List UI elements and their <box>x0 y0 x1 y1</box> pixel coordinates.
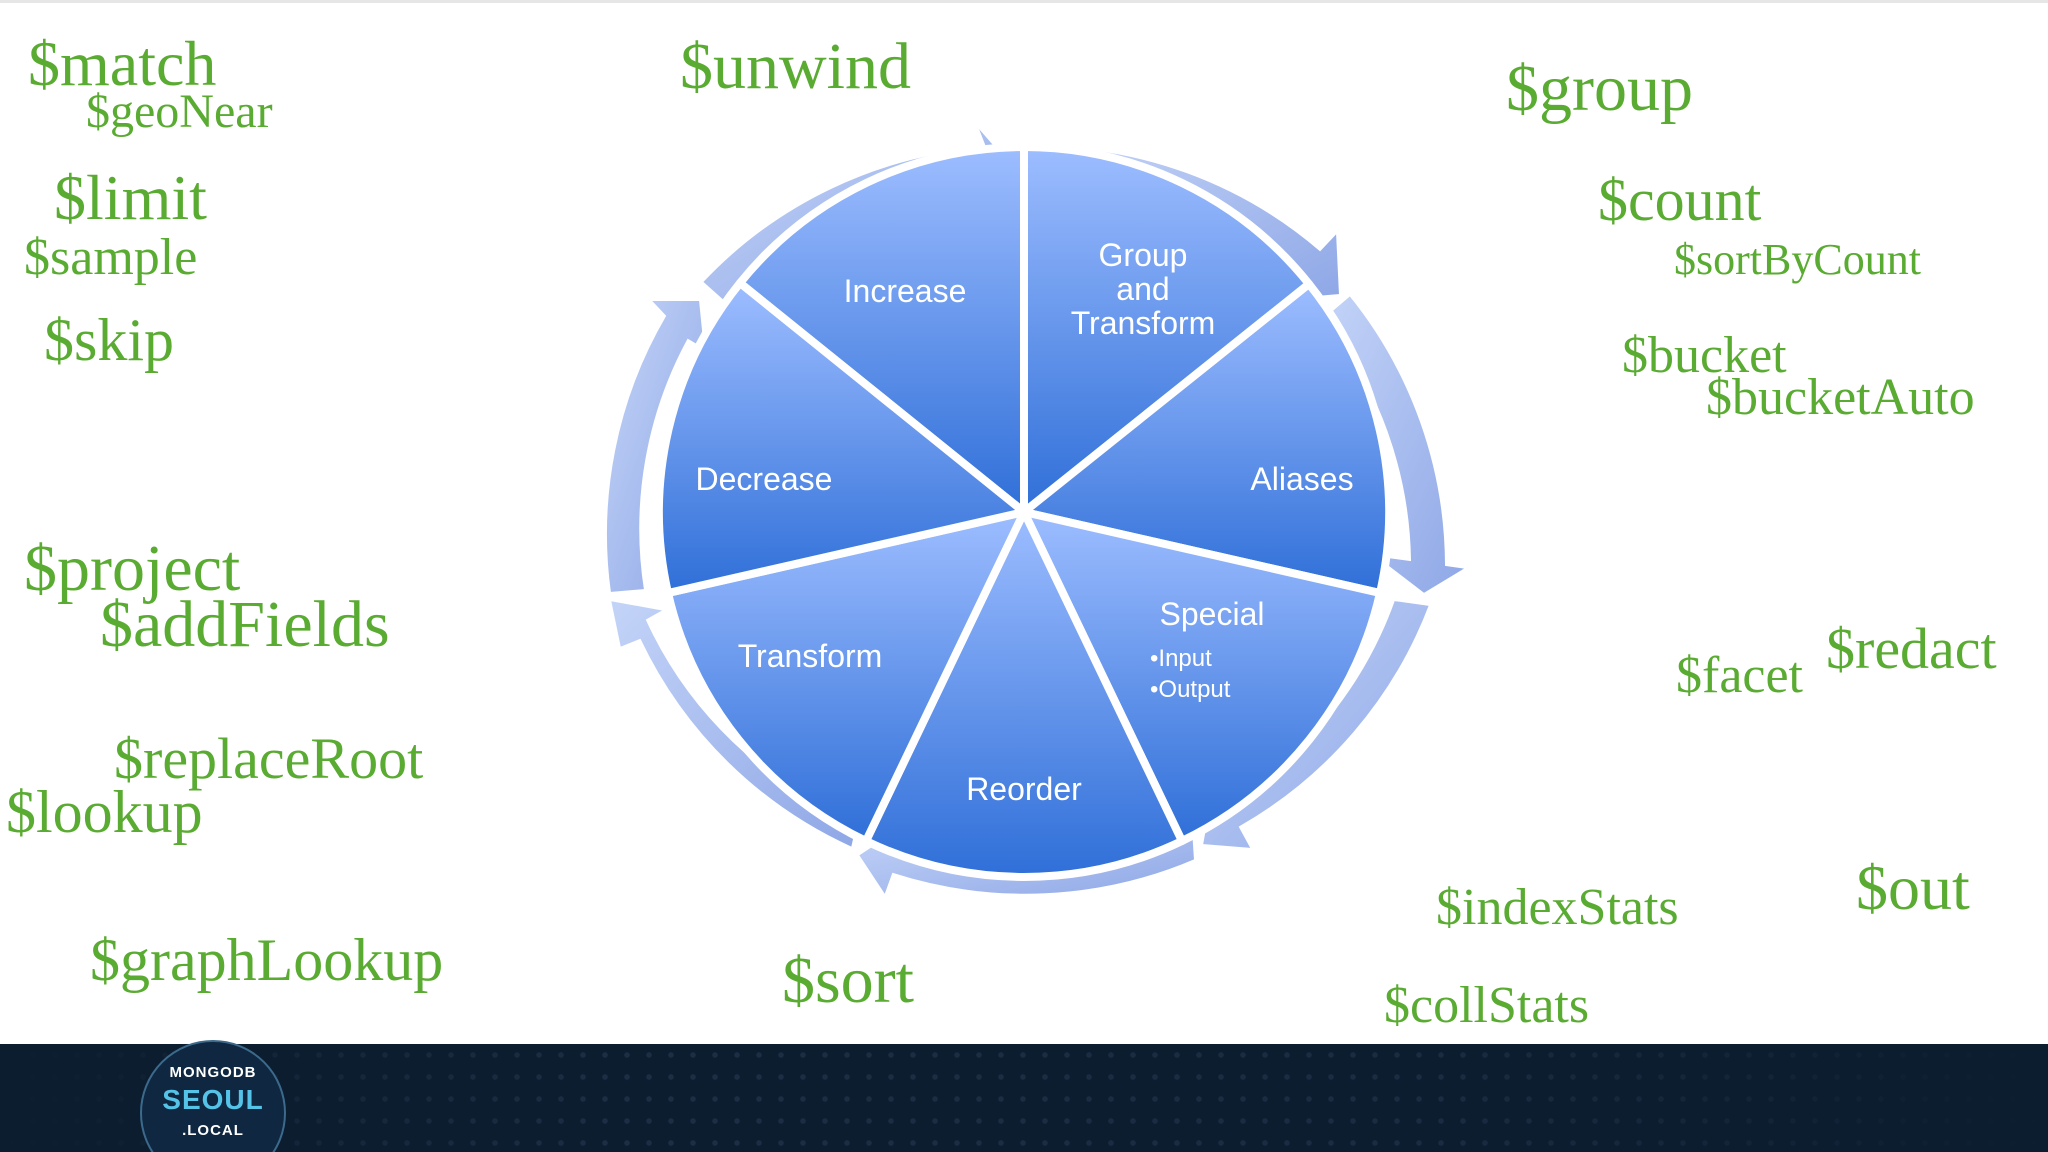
stage-unwind: $unwind <box>680 30 911 103</box>
stage-graphlookup: $graphLookup <box>90 927 444 993</box>
stage-bucketauto: $bucketAuto <box>1706 369 1975 426</box>
stage-indexstats: $indexStats <box>1436 879 1679 936</box>
stage-sample: $sample <box>24 229 198 286</box>
stage-redact: $redact <box>1826 616 1997 681</box>
segment-label-transform: Transform <box>738 638 883 674</box>
stage-geonear: $geoNear <box>86 85 273 138</box>
segment-group-and-transform <box>1020 143 1313 516</box>
segment-decrease <box>654 279 1028 597</box>
segment-aliases <box>1020 280 1394 597</box>
footer-bar <box>0 1044 2048 1152</box>
pipeline-cycle-diagram: Increase Group and Transform Aliases Spe… <box>605 124 1467 896</box>
segment-special <box>1020 508 1384 845</box>
footer-fade <box>0 1044 2048 1152</box>
stage-bucket: $bucket <box>1622 327 1787 384</box>
stage-count: $count <box>1598 167 1762 233</box>
cycle-arrow-decrease <box>605 299 707 595</box>
segment-label-special: Special <box>1160 596 1265 632</box>
stage-limit: $limit <box>54 162 207 233</box>
cycle-segments <box>654 143 1394 881</box>
stage-addfields: $addFields <box>100 588 390 661</box>
stage-group: $group <box>1506 52 1693 125</box>
segment-transform <box>664 508 1028 845</box>
stage-out: $out <box>1856 852 1970 923</box>
stage-replaceroot: $replaceRoot <box>114 726 424 791</box>
segment-label-and: and <box>1116 271 1169 307</box>
slide-top-border <box>0 0 2048 3</box>
logo-seoul-text: SEOUL <box>162 1084 264 1115</box>
segment-label-reorder: Reorder <box>966 771 1082 807</box>
segment-reorder <box>862 508 1186 881</box>
mongodb-seoul-local-logo: MONGODB SEOUL .LOCAL <box>140 1040 286 1152</box>
segment-label-aliases: Aliases <box>1250 461 1353 497</box>
segment-label-decrease: Decrease <box>696 461 833 497</box>
stage-match: $match <box>28 28 217 99</box>
segment-label-increase: Increase <box>844 273 967 309</box>
segment-label-output: •Output <box>1150 676 1231 703</box>
stage-facet: $facet <box>1676 647 1804 704</box>
stage-sortbycount: $sortByCount <box>1674 235 1921 284</box>
stage-collstats: $collStats <box>1384 977 1590 1034</box>
logo-mongodb-text: MONGODB <box>169 1064 257 1081</box>
stage-lookup: $lookup <box>6 779 203 845</box>
stage-skip: $skip <box>44 307 175 373</box>
segment-increase <box>736 143 1028 516</box>
segment-label-group: Group <box>1099 237 1188 273</box>
segment-label-input: •Input <box>1150 645 1212 672</box>
stage-project: $project <box>24 532 241 605</box>
segment-label-transform-top: Transform <box>1071 305 1216 341</box>
logo-local-text: .LOCAL <box>182 1122 244 1139</box>
stage-sort: $sort <box>782 944 914 1017</box>
